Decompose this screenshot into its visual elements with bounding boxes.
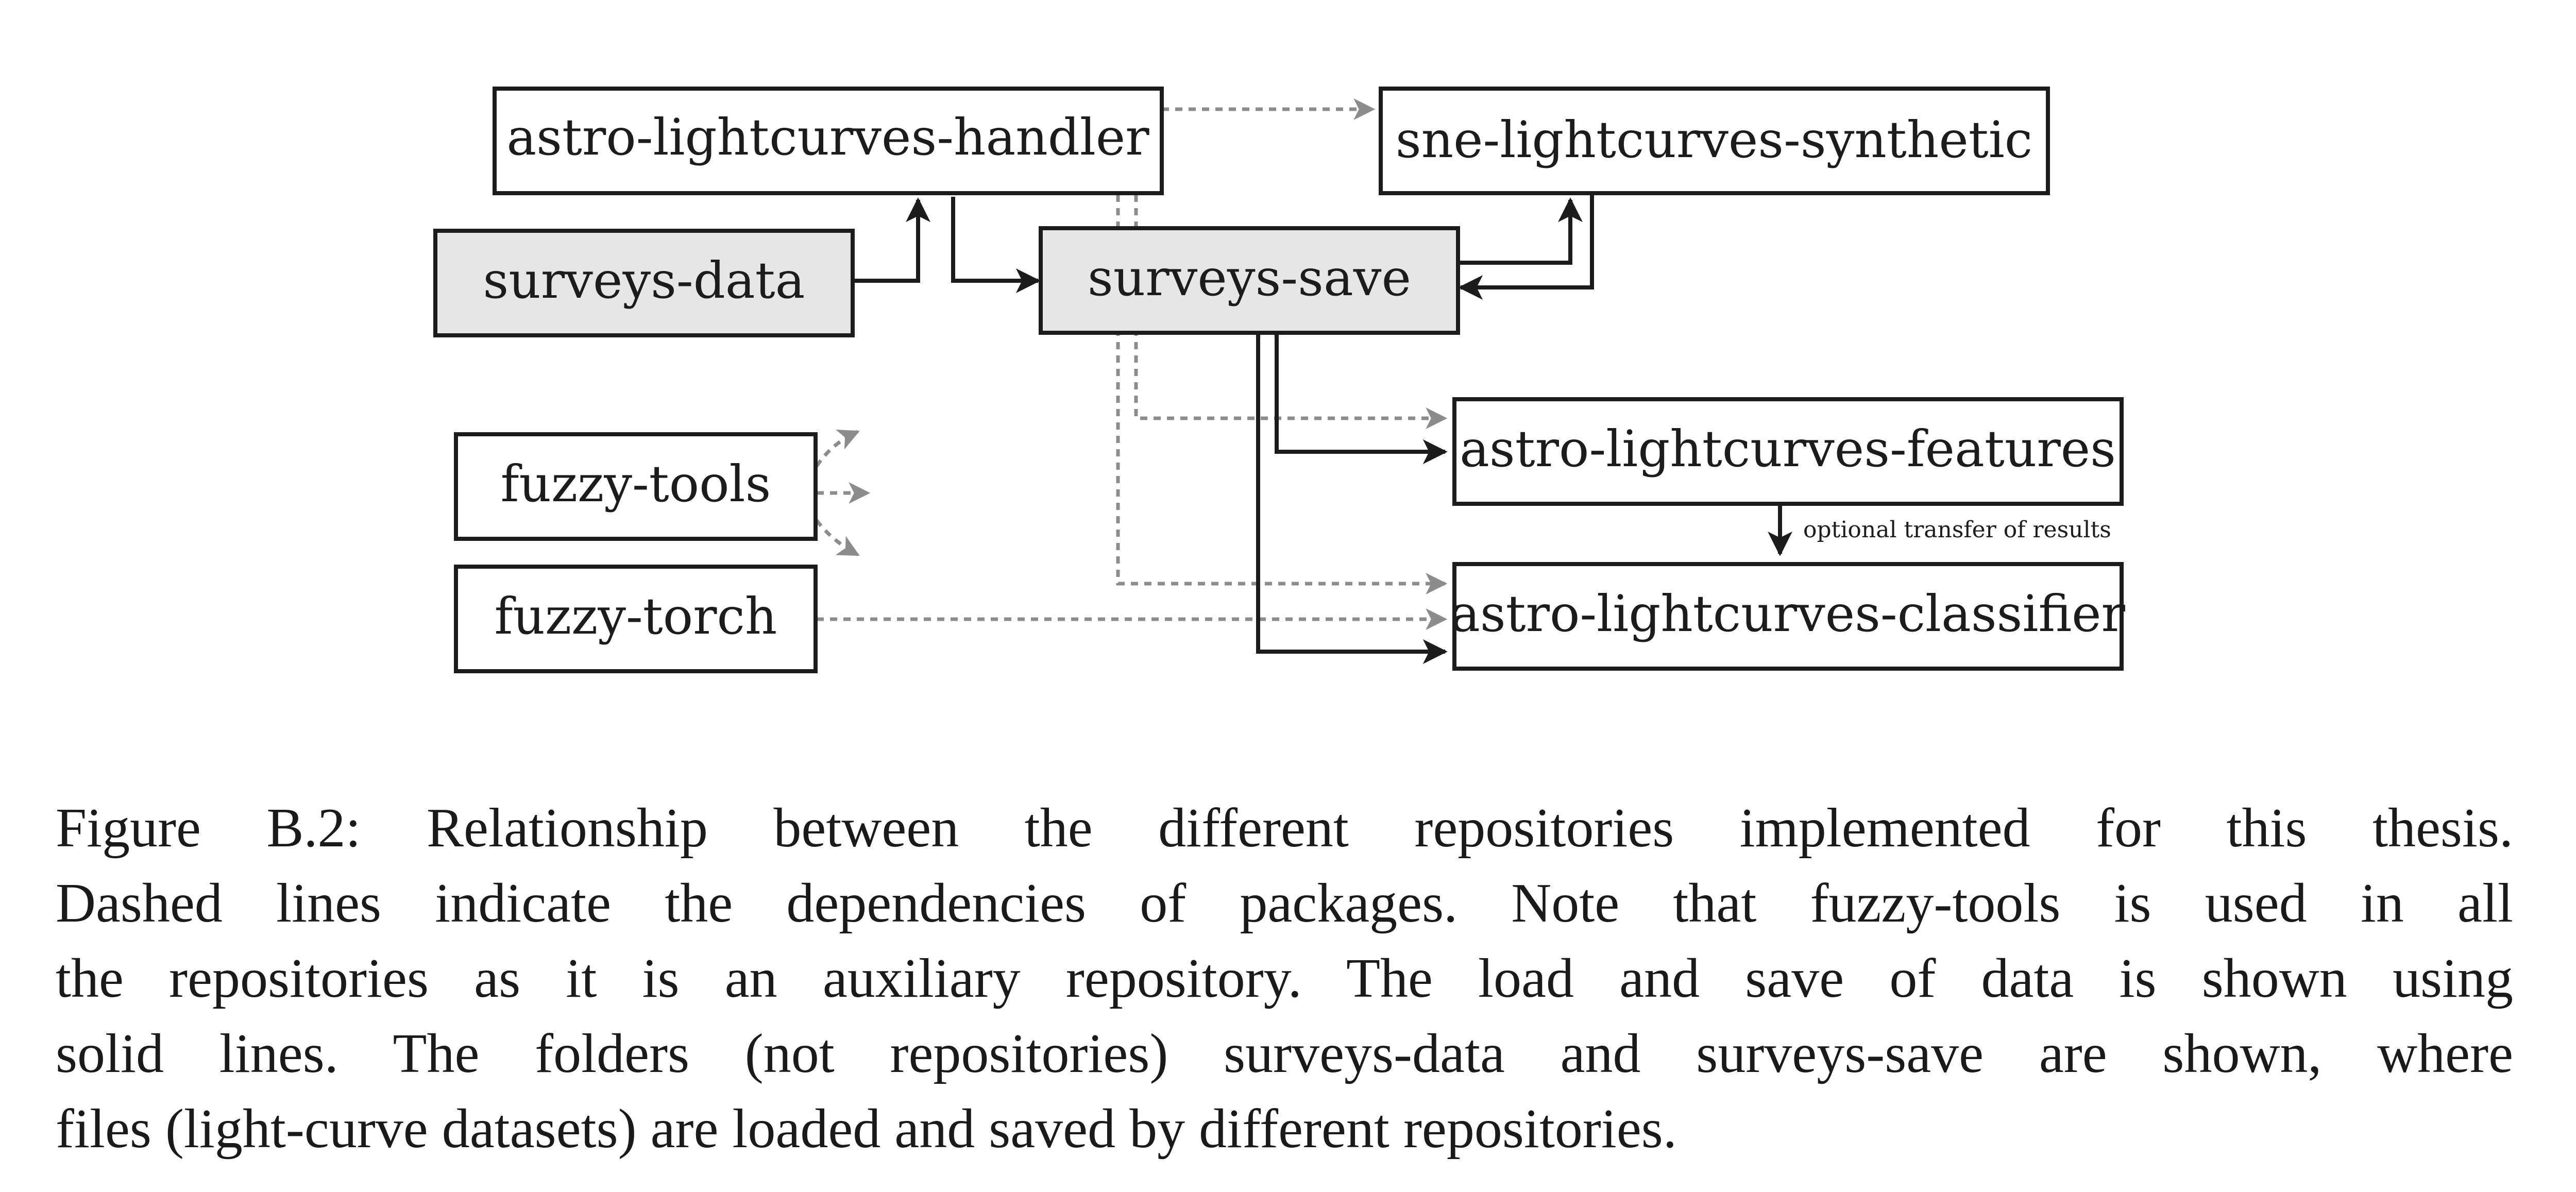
optional-transfer-label: optional transfer of results (1803, 517, 2111, 543)
edge-handler-to-surveys-save (951, 197, 1041, 293)
caption-line: Dashed lines indicate the dependencies o… (56, 873, 2513, 934)
edge-surveys-save-to-classifier (1256, 335, 1448, 664)
edge-surveys-save-to-features (1275, 335, 1448, 464)
node-fuzzy-tools: fuzzy-tools (454, 432, 818, 541)
node-fuzzy-tools-label: fuzzy-tools (501, 455, 771, 513)
caption-line: solid lines. The folders (not repositori… (56, 1023, 2513, 1084)
node-handler-label: astro-lightcurves-handler (506, 108, 1149, 166)
edge-fuzzy-tools-up (815, 430, 860, 467)
edge-fuzzy-tools-down (815, 519, 860, 557)
edge-synthetic-to-surveys-save (1458, 195, 1594, 300)
caption-line: files (light-curve datasets) are loaded … (56, 1098, 1677, 1160)
node-fuzzy-torch-label: fuzzy-torch (495, 587, 777, 645)
node-classifier-label: astro-lightcurves-classifier (1450, 585, 2126, 643)
edge-surveys-data-to-handler (853, 197, 930, 283)
edge-handler-to-classifier (1116, 195, 1448, 594)
repository-diagram: optional transfer of results astro-light… (433, 87, 2126, 673)
node-surveys-save-label: surveys-save (1088, 249, 1411, 307)
edge-surveys-save-to-synthetic (1458, 197, 1583, 265)
node-surveys-data-label: surveys-data (483, 251, 805, 310)
node-classifier: astro-lightcurves-classifier (1450, 562, 2126, 671)
node-synthetic: sne-lightcurves-synthetic (1379, 87, 2050, 195)
node-handler: astro-lightcurves-handler (493, 87, 1164, 195)
node-surveys-save: surveys-save (1039, 226, 1460, 335)
caption-line: the repositories as it is an auxiliary r… (56, 948, 2513, 1009)
node-features: astro-lightcurves-features (1452, 397, 2124, 506)
node-synthetic-label: sne-lightcurves-synthetic (1396, 111, 2032, 169)
figure-caption: Figure B.2: Relationship between the dif… (56, 791, 2513, 1167)
edge-handler-to-features (1134, 195, 1448, 429)
caption-line: Figure B.2: Relationship between the dif… (56, 797, 2513, 859)
node-fuzzy-torch: fuzzy-torch (454, 565, 818, 673)
node-surveys-data: surveys-data (433, 229, 855, 337)
node-features-label: astro-lightcurves-features (1460, 420, 2116, 478)
